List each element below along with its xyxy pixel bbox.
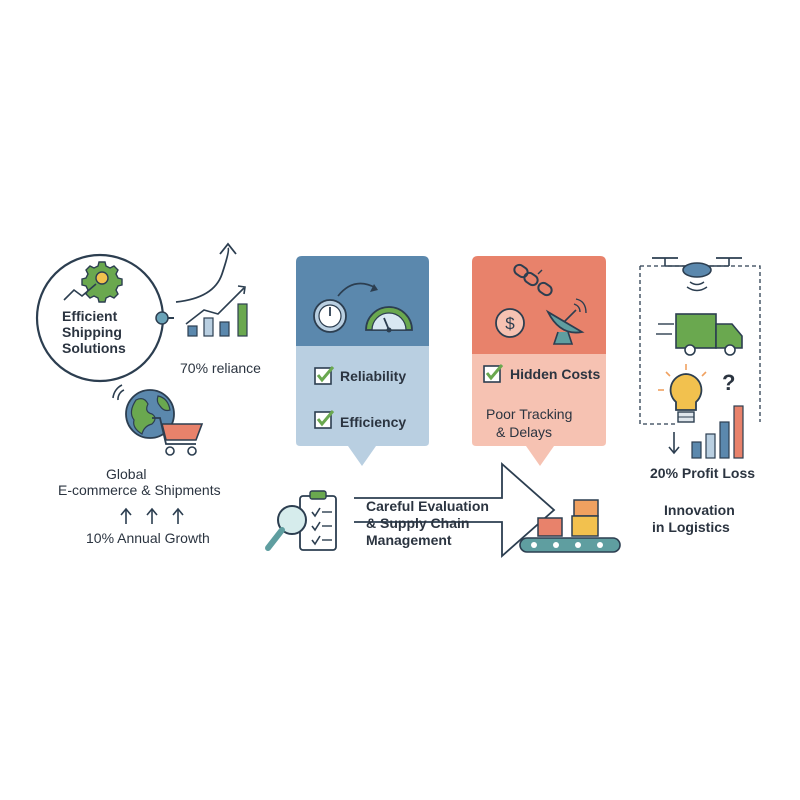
broken-chain-icon [513, 263, 553, 297]
reliance-label: 70% reliance [180, 360, 261, 376]
innovation-line2: in Logistics [652, 519, 730, 535]
circle-title-line1: Efficient [62, 308, 118, 324]
down-arrow-icon [668, 432, 680, 455]
blue-panel: Reliability Efficiency [296, 256, 429, 466]
curved-arrow-icon [337, 282, 378, 297]
shopping-cart-icon [152, 417, 204, 456]
satellite-dish-icon [545, 298, 587, 345]
blue-item-1: Reliability [340, 368, 407, 384]
checkbox-icon [483, 364, 504, 383]
innovation-line1: Innovation [664, 502, 735, 518]
trend-arrow-icon [175, 242, 237, 303]
innovation-dashed-box [639, 265, 761, 425]
big-arrow-shape [354, 462, 556, 558]
checkbox-icon [314, 410, 335, 429]
red-item-2-line1: Poor Tracking [486, 406, 573, 422]
eval-line1: Careful Evaluation [366, 498, 489, 514]
drone-icon [652, 257, 742, 292]
eval-line2: & Supply Chain [366, 515, 470, 531]
blue-item-2: Efficiency [340, 414, 407, 430]
red-panel: $ Hidden Costs Poor Tracking & Delays [472, 256, 606, 466]
lightbulb-icon [658, 364, 707, 423]
small-trend-icon [63, 283, 97, 301]
growth-label: 10% Annual Growth [86, 530, 210, 546]
stopwatch-icon [313, 299, 347, 333]
red-item-2-line2: & Delays [496, 424, 553, 440]
delivery-truck-icon [656, 313, 743, 356]
svg-text:$: $ [505, 314, 515, 333]
conveyor-belt-icon [519, 499, 621, 553]
circle-title-line2: Shipping [62, 324, 122, 340]
magnifier-clipboard-icon [265, 490, 337, 551]
bar-chart-icon [691, 405, 744, 459]
checkbox-icon [314, 366, 335, 385]
global-line1: Global [106, 466, 147, 482]
gear-icon [81, 261, 123, 303]
eval-line3: Management [366, 532, 452, 548]
global-line2: E-commerce & Shipments [58, 482, 221, 498]
speedometer-icon [365, 306, 413, 333]
up-arrow-icon [120, 507, 184, 524]
question-mark: ? [722, 370, 736, 395]
dollar-coin-icon: $ [495, 308, 525, 338]
red-item-1: Hidden Costs [510, 366, 601, 382]
profit-loss-label: 20% Profit Loss [650, 465, 756, 481]
bar-chart-icon [185, 285, 248, 337]
circle-title-line3: Solutions [62, 340, 126, 356]
